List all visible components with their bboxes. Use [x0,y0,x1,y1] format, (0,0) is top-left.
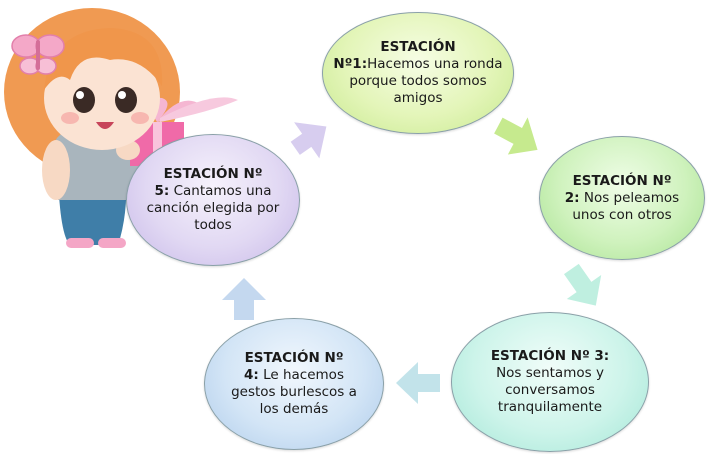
arrow-1-to-2-icon [494,117,538,155]
station-5-circle: ESTACIÓN Nº 5: Cantamos una canción eleg… [126,134,300,266]
station-1-number: Nº1: [333,56,368,72]
arrow-5-to-1-icon [290,122,327,159]
station-5-number: 5: [154,183,170,199]
station-4-heading: ESTACIÓN Nº [244,350,344,366]
arrow-3-to-4-icon [396,362,440,404]
station-1-heading: ESTACIÓN [380,39,456,55]
station-4-number: 4: [244,367,259,383]
arrow-2-to-3-icon [564,263,602,306]
station-2-circle: ESTACIÓN Nº 2: Nos peleamos unos con otr… [539,136,705,260]
arrow-4-to-5-icon [222,278,266,320]
station-1-circle: ESTACIÓN Nº1:Hacemos una ronda porque to… [322,12,514,134]
station-2-body: 2: Nos peleamos unos con otros [554,190,690,224]
station-4-body: 4: Le hacemos gestos burlescos a los dem… [225,367,363,418]
station-5-body: 5: Cantamos una canción elegida por todo… [145,183,281,234]
station-5-heading: ESTACIÓN Nº [163,166,263,182]
station-4-text: Le hacemos gestos burlescos a los demás [231,367,357,417]
station-4-circle: ESTACIÓN Nº 4: Le hacemos gestos burlesc… [204,318,384,450]
station-3-heading: ESTACIÓN Nº 3: [490,348,610,364]
station-5-text: Cantamos una canción elegida por todos [146,183,280,233]
station-2-number: 2: [564,189,580,206]
station-1-body: Nº1:Hacemos una ronda porque todos somos… [323,56,513,107]
station-3-text: Nos sentamos y conversamos tranquilament… [496,365,604,415]
station-3-circle: ESTACIÓN Nº 3: Nos sentamos y conversamo… [451,312,649,452]
station-1-text: Hacemos una ronda porque todos somos ami… [349,56,503,106]
station-2-heading: ESTACIÓN Nº [572,172,672,189]
station-2-text: Nos peleamos unos con otros [572,189,680,223]
